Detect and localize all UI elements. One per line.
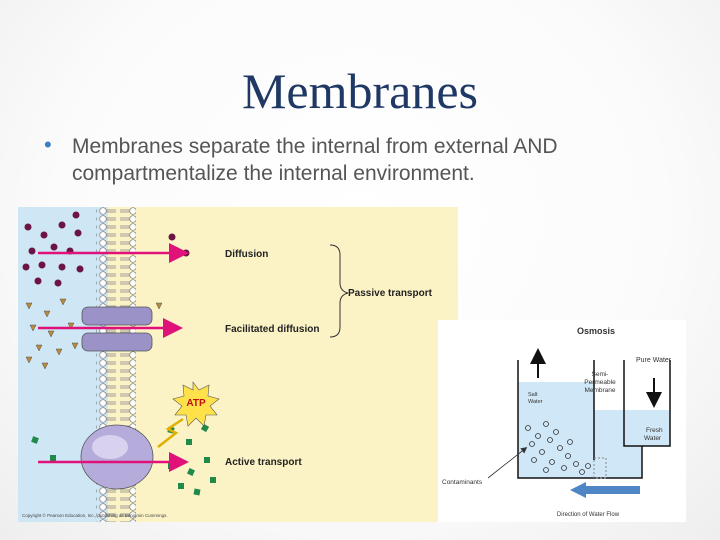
diffusion-label: Diffusion — [225, 249, 268, 260]
membrane-transport-figure: ATP Diffusion Facilitated diffusion Acti… — [18, 207, 458, 522]
fresh-water-label-2: Water — [644, 435, 662, 442]
u-tube — [517, 360, 671, 479]
osmosis-figure: Osmosis Pure Water Salt Water Semi- Perm… — [438, 320, 686, 522]
passive-transport-label: Passive transport — [348, 288, 433, 299]
atp-burst — [172, 381, 220, 427]
facilitated-diffusion-label: Facilitated diffusion — [225, 324, 319, 335]
bullet-text: Membranes separate the internal from ext… — [72, 135, 558, 185]
membrane-label-1: Semi- — [592, 371, 609, 378]
contaminants-label: Contaminants — [442, 479, 483, 486]
osmosis-title: Osmosis — [577, 326, 615, 336]
contaminants-pointer — [487, 447, 528, 479]
salt-water-label-2: Water — [528, 399, 543, 405]
facilitated-molecules — [25, 298, 163, 370]
salt-particles — [525, 421, 591, 475]
membrane-label-3: Membrane — [584, 387, 615, 394]
pure-water-label: Pure Water — [636, 357, 672, 364]
semipermeable-membrane — [593, 457, 607, 479]
membrane-label-2: Permeable — [584, 379, 616, 386]
energy-lightning-icon — [157, 417, 184, 448]
copyright-notice: Copyright © Pearson Education, Inc., pub… — [22, 512, 168, 518]
slide-title: Membranes — [241, 63, 479, 119]
active-transport-molecules — [31, 423, 216, 496]
flow-direction-label: Direction of Water Flow — [557, 512, 620, 518]
channel-protein — [81, 306, 153, 352]
salt-water-label-1: Salt — [528, 392, 538, 398]
active-transport-label: Active transport — [225, 457, 302, 468]
water-flow-arrow — [570, 482, 640, 498]
bullet-marker: • — [44, 132, 52, 157]
passive-bracket — [329, 244, 349, 338]
fresh-water-region — [624, 410, 670, 446]
atp-label: ATP — [186, 398, 206, 409]
salt-water-region — [518, 382, 594, 478]
fresh-water-label-1: Fresh — [646, 427, 663, 434]
intracellular-fluid — [108, 207, 458, 522]
